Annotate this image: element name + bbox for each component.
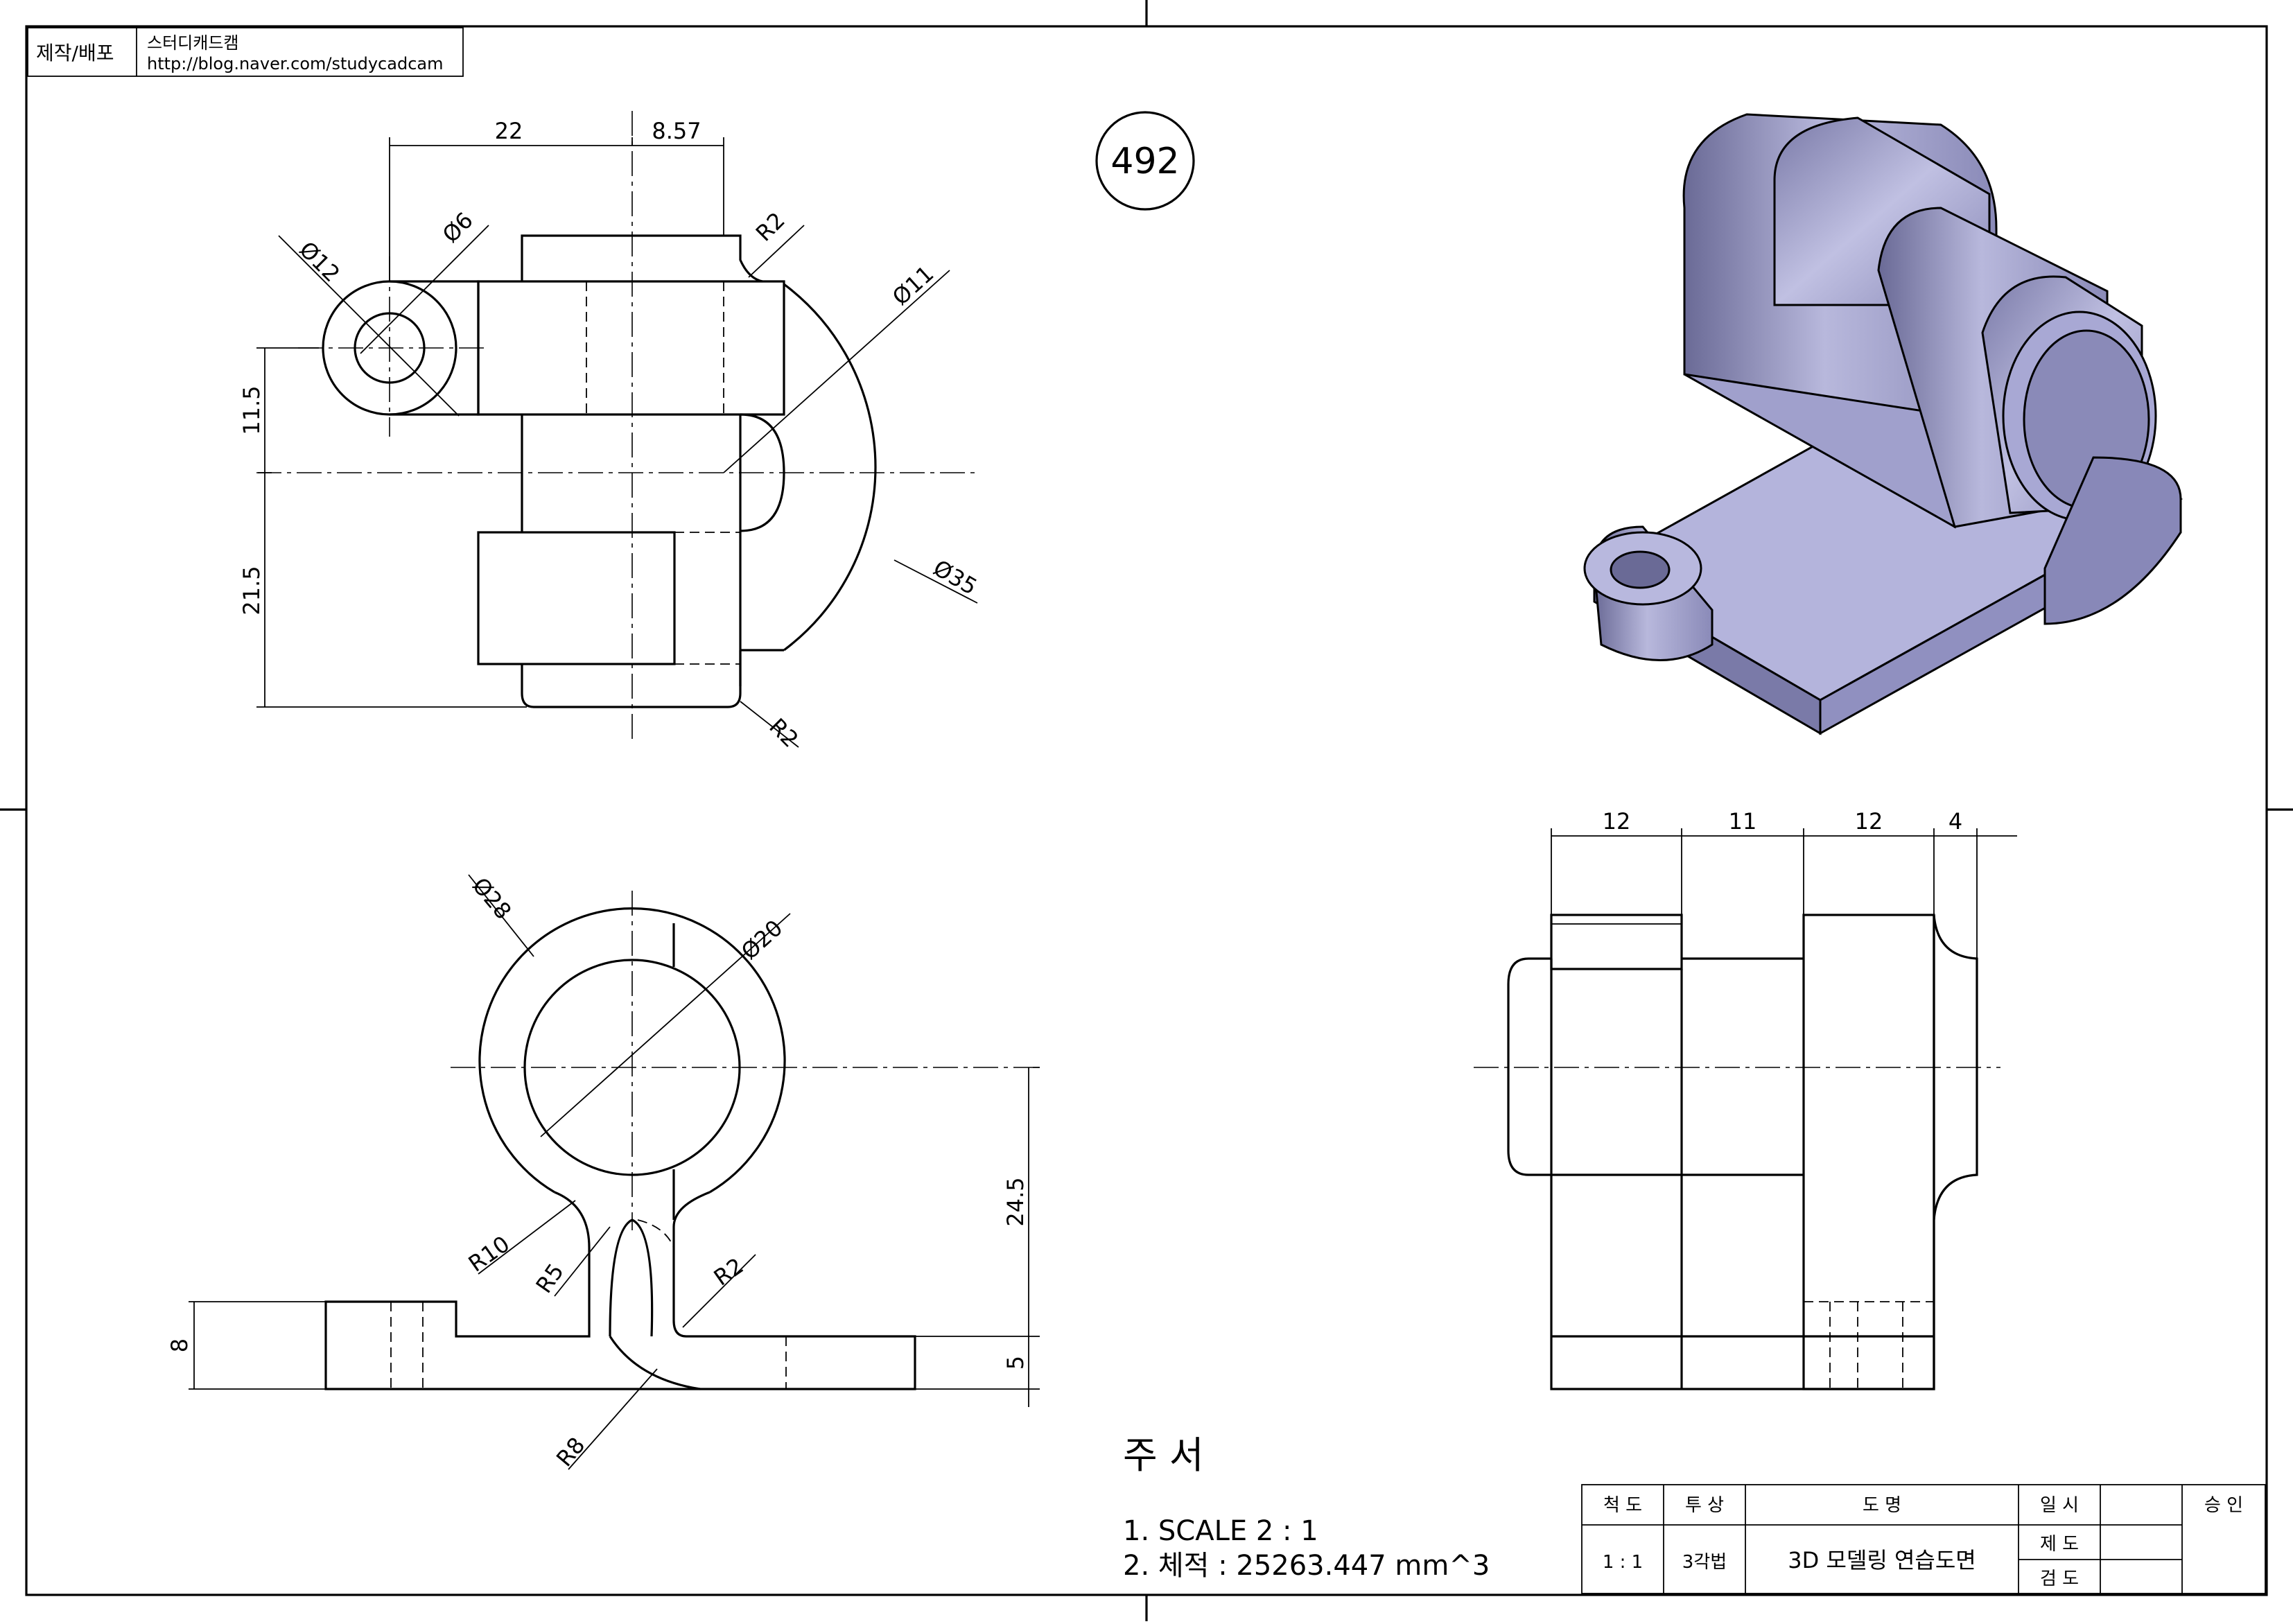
dim-r2: R2 [709,1252,749,1291]
dim-side-11: 11 [1729,808,1757,835]
dim-dia-12: Ø12 [294,236,345,287]
header-label: 제작/배포 [36,42,114,64]
top-view: Ø28 Ø20 R10 R5 R2 R8 24.5 5 8 [166,873,1040,1472]
header-url: http://blog.naver.com/studycadcam [147,54,443,73]
side-view: 12 11 12 4 [1474,808,2017,1390]
notes-line-2: 2. 체적 : 25263.447 mm^3 [1123,1550,1490,1582]
dim-21-5: 21.5 [238,566,265,615]
tb-drawn: 제 도 [2040,1534,2079,1555]
dim-r10: R10 [464,1230,514,1277]
dim-11-5: 11.5 [238,385,265,435]
tb-projection: 3각법 [1682,1552,1727,1573]
tb-h-approve: 승 인 [2204,1495,2243,1516]
tb-h-scale: 척 도 [1603,1495,1642,1516]
dim-8: 8 [166,1338,193,1352]
dim-r8: R8 [551,1432,590,1472]
dim-dia-28: Ø28 [467,873,516,925]
dim-side-12-a: 12 [1603,808,1631,835]
header-brand: 스터디캐드캠 [147,33,238,53]
tb-scale: 1 : 1 [1603,1552,1643,1573]
dim-dia-35: Ø35 [929,555,982,600]
dim-side-12-b: 12 [1855,808,1883,835]
tb-name: 3D 모델링 연습도면 [1788,1547,1976,1573]
dim-r5: R5 [530,1259,569,1298]
front-view: 22 8.57 Ø12 Ø6 R2 Ø11 11.5 21.5 Ø35 R2 [238,111,982,753]
drawing-number: 492 [1110,141,1179,182]
tb-checked: 검 도 [2040,1569,2079,1589]
notes-line-1: 1. SCALE 2 : 1 [1123,1515,1318,1547]
dim-side-4: 4 [1948,808,1962,835]
isometric-view [1583,113,2183,735]
notes: 주 서 1. SCALE 2 : 1 2. 체적 : 25263.447 mm^… [1123,1433,1490,1582]
tb-h-name: 도 명 [1863,1495,1901,1516]
tb-h-projection: 투 상 [1685,1495,1724,1516]
header-box: 제작/배포 스터디캐드캠 http://blog.naver.com/study… [27,27,464,77]
drawing-number-balloon: 492 [1095,111,1195,211]
dim-24-5: 24.5 [1002,1177,1029,1226]
tb-h-date: 일 시 [2040,1495,2079,1516]
dim-5: 5 [1002,1356,1029,1370]
dim-22: 22 [495,118,523,144]
notes-title: 주 서 [1123,1433,1204,1477]
dim-r2-top: R2 [751,207,790,247]
dim-8-57: 8.57 [652,118,701,144]
dim-dia-11: Ø11 [887,261,939,311]
title-block: 척 도 투 상 도 명 일 시 승 인 1 : 1 3각법 3D 모델링 연습도… [1581,1484,2266,1594]
